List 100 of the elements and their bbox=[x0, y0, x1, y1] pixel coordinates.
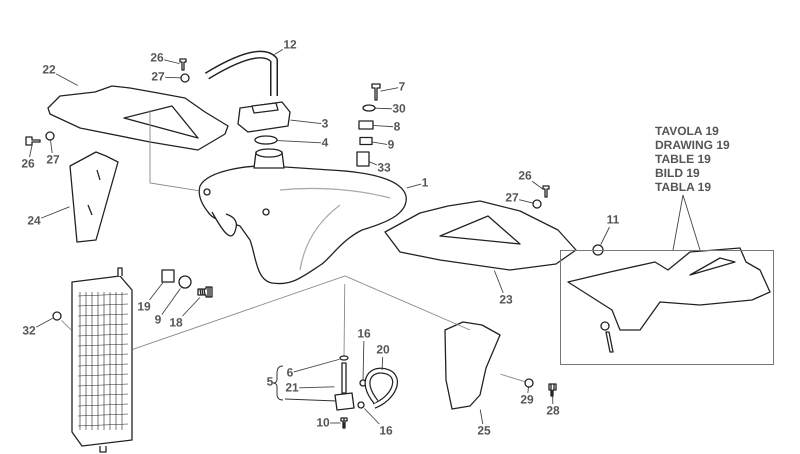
callout-number: 27 bbox=[46, 154, 60, 166]
leader-line bbox=[277, 140, 322, 144]
callout-number: 18 bbox=[169, 316, 183, 330]
leader-line bbox=[330, 422, 341, 424]
callout-number: 20 bbox=[376, 344, 390, 356]
washer-drawing bbox=[362, 104, 376, 112]
drawing-reference: TABLE 19 bbox=[655, 152, 712, 166]
leader-line bbox=[369, 161, 378, 166]
gasket-drawing bbox=[254, 135, 278, 145]
hose-drawing bbox=[204, 50, 278, 96]
leader-line bbox=[148, 282, 164, 300]
screw-drawing bbox=[179, 58, 187, 71]
callout-number: 26 bbox=[150, 52, 164, 64]
leader-line bbox=[600, 226, 610, 245]
screw-drawing bbox=[548, 383, 557, 397]
callout-number: 16 bbox=[357, 328, 371, 340]
leader-line bbox=[50, 140, 53, 154]
leader-line bbox=[164, 59, 180, 64]
spacer-drawing bbox=[359, 136, 373, 146]
callout-number: 1 bbox=[422, 176, 428, 190]
screw-drawing bbox=[542, 185, 550, 198]
leader-line bbox=[293, 358, 340, 372]
leader-line bbox=[298, 386, 335, 388]
leader-line bbox=[527, 387, 529, 394]
fuel-cap-drawing bbox=[237, 101, 291, 133]
hose-clip-drawing bbox=[357, 401, 365, 409]
callout-number: 33 bbox=[377, 162, 391, 174]
callout-number: 21 bbox=[285, 382, 299, 394]
callout-number: 26 bbox=[21, 158, 35, 170]
bolt-drawing bbox=[371, 83, 381, 101]
callout-number: 24 bbox=[27, 214, 41, 228]
leader-line bbox=[672, 194, 700, 250]
assembly-line bbox=[344, 284, 346, 356]
leader-line bbox=[182, 297, 200, 316]
assembly-line bbox=[500, 374, 525, 382]
nut-drawing bbox=[532, 199, 542, 209]
callout-number: 9 bbox=[154, 314, 162, 326]
leader-line bbox=[290, 120, 322, 124]
callout-number: 26 bbox=[518, 170, 532, 182]
leader-line bbox=[274, 48, 284, 55]
callout-number: 19 bbox=[137, 300, 151, 314]
drawing-reference: TAVOLA 19 bbox=[655, 124, 720, 138]
callout-number: 7 bbox=[398, 80, 406, 94]
nut-drawing bbox=[52, 311, 62, 321]
leader-line bbox=[364, 408, 380, 424]
radiator-drawing bbox=[71, 267, 133, 453]
grommet-drawing bbox=[358, 120, 374, 130]
drawing-reference: DRAWING 19 bbox=[655, 138, 730, 152]
nut-drawing bbox=[180, 73, 190, 83]
callout-number: 32 bbox=[22, 324, 36, 338]
callout-number: 16 bbox=[379, 424, 393, 438]
spacer-drawing bbox=[356, 151, 370, 167]
drawing-reference: BILD 19 bbox=[655, 166, 701, 180]
leader-line bbox=[375, 108, 392, 110]
callout-number: 28 bbox=[546, 404, 560, 418]
leader-line bbox=[372, 142, 388, 145]
callout-number: 27 bbox=[505, 192, 519, 204]
assembly-line bbox=[132, 276, 470, 350]
callout-number: 12 bbox=[283, 38, 297, 52]
spacer-drawing bbox=[178, 275, 192, 289]
callout-number: 22 bbox=[42, 64, 56, 76]
washer-drawing bbox=[45, 131, 55, 141]
callout-number: 8 bbox=[394, 120, 400, 134]
leader-line bbox=[40, 206, 70, 219]
callout-number: 3 bbox=[322, 118, 328, 130]
callout-number: 9 bbox=[388, 138, 394, 152]
leader-line bbox=[56, 73, 78, 86]
leader-line bbox=[382, 356, 384, 371]
callout-number: 4 bbox=[322, 136, 328, 150]
assembly-line bbox=[150, 110, 200, 192]
callout-number: 23 bbox=[499, 294, 513, 306]
hose-drawing bbox=[364, 368, 398, 409]
leader-line bbox=[480, 409, 484, 424]
leader-line bbox=[373, 125, 394, 128]
leader-line bbox=[164, 76, 181, 78]
leader-line bbox=[36, 318, 53, 328]
callout-number: 29 bbox=[520, 394, 534, 406]
callout-number: 30 bbox=[392, 102, 406, 116]
leader-line bbox=[29, 145, 32, 158]
leader-line bbox=[406, 184, 422, 188]
callout-number: 6 bbox=[286, 366, 294, 380]
inset-frame bbox=[560, 250, 774, 365]
leader-line bbox=[518, 199, 533, 204]
leader-line bbox=[552, 396, 554, 404]
leader-line bbox=[362, 340, 364, 380]
assembly-line bbox=[61, 320, 72, 331]
spacer-drawing bbox=[161, 269, 175, 283]
callout-number: 27 bbox=[151, 70, 165, 84]
leader-line bbox=[532, 180, 543, 190]
bolt-drawing bbox=[197, 286, 213, 298]
screw-drawing bbox=[25, 136, 41, 146]
leader-line bbox=[161, 288, 181, 316]
leader-line bbox=[494, 270, 504, 294]
callout-number: 11 bbox=[606, 214, 620, 226]
side-panel-drawing bbox=[444, 321, 501, 410]
drawing-reference: TABLA 19 bbox=[655, 180, 712, 194]
side-panel-drawing bbox=[69, 151, 119, 243]
callout-number: 25 bbox=[477, 424, 491, 438]
fuel-tank-drawing bbox=[198, 148, 407, 284]
callout-number: 5 bbox=[266, 376, 274, 388]
